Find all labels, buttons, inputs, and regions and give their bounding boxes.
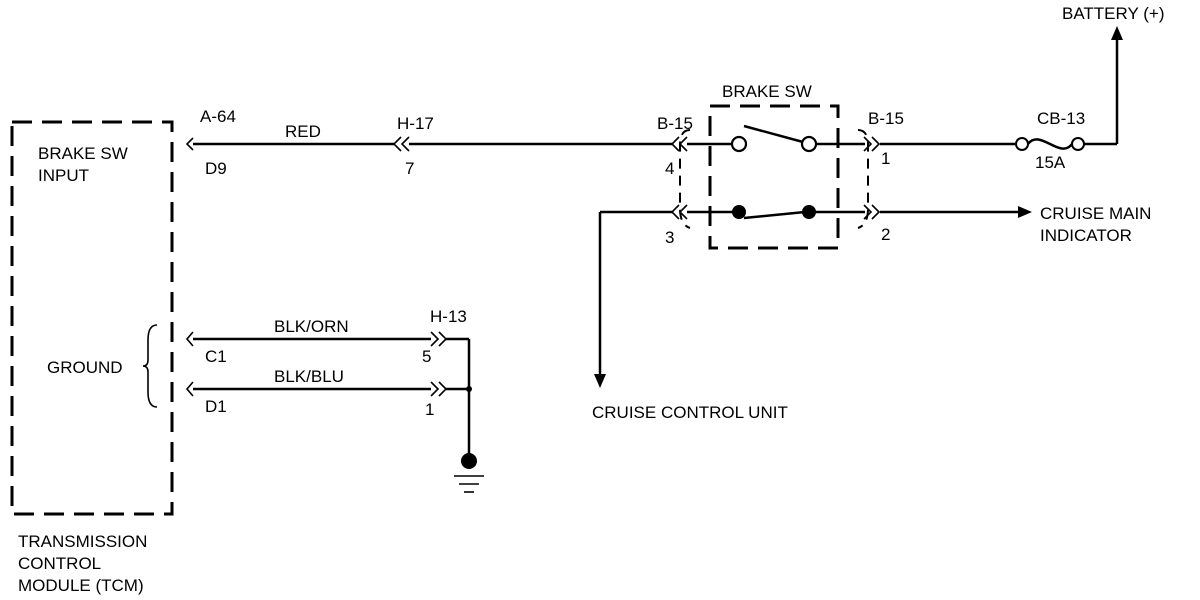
connector-b15-right-bracket [857, 129, 869, 229]
battery-arrow [1111, 26, 1123, 40]
tcm-box [10, 120, 174, 516]
tcm-input-label-line1: BRAKE SW [38, 144, 128, 163]
connector-b15-left-pin3: 3 [665, 228, 674, 247]
connector-b15-right-pin2: 2 [881, 225, 890, 244]
brake-switch-bottom-left-contact [732, 205, 746, 219]
cb13-element [1027, 138, 1073, 150]
connector-h13-pin1-chevron [430, 381, 448, 397]
connector-h13-pin1: 1 [425, 400, 434, 419]
connector-h17-label: H-17 [397, 114, 434, 133]
brake-switch-top-blade [743, 124, 804, 144]
connector-b15-right-label: B-15 [868, 109, 904, 128]
ground-point [461, 453, 477, 469]
connector-b15-right-pin1: 1 [881, 149, 890, 168]
connector-h13-label: H-13 [430, 307, 467, 326]
tcm-title-line2: CONTROL [18, 554, 101, 573]
tcm-title-line1: TRANSMISSION [18, 532, 147, 551]
cruise-unit-label: CRUISE CONTROL UNIT [592, 403, 788, 422]
cb13-rating: 15A [1035, 153, 1066, 172]
tcm-ground-label: GROUND [47, 358, 123, 377]
connector-d1-label: D1 [205, 397, 227, 416]
connector-c1-label: C1 [205, 347, 227, 366]
battery-label: BATTERY (+) [1062, 4, 1165, 23]
cb13-label: CB-13 [1037, 109, 1085, 128]
connector-h13-pin5-chevron [430, 331, 448, 347]
connector-b15-left-bracket [679, 129, 691, 229]
connector-d9-label: D9 [205, 159, 227, 178]
connector-b15-left-label: B-15 [657, 114, 693, 133]
cb13-right-terminal [1071, 137, 1085, 151]
ground-junction-dot [466, 386, 472, 392]
brake-switch-bottom-blade [743, 210, 806, 220]
brake-switch-label: BRAKE SW [722, 82, 812, 101]
wire-blk-blu-label: BLK/BLU [274, 367, 344, 386]
ground-symbol-icon [454, 475, 484, 493]
connector-c1-chevron [185, 331, 194, 347]
brake-switch-bottom-right-contact [802, 205, 816, 219]
connector-d1-chevron [185, 381, 194, 397]
connector-a64-label: A-64 [200, 107, 236, 126]
connector-h17-pin: 7 [405, 159, 414, 178]
wire-red-label: RED [285, 122, 321, 141]
cruise-main-label-line1: CRUISE MAIN [1040, 204, 1151, 223]
wire-blk-orn-label: BLK/ORN [274, 317, 349, 336]
connector-h17-chevron [392, 136, 410, 152]
brake-switch-top-left-contact [730, 135, 748, 153]
connector-b15-left-pin4: 4 [665, 159, 674, 178]
cruise-unit-arrow [594, 374, 606, 388]
brake-switch-box [708, 104, 840, 250]
brake-switch-top-right-contact [800, 135, 818, 153]
cruise-main-label-line2: INDICATOR [1040, 226, 1132, 245]
tcm-input-label-line2: INPUT [38, 166, 89, 185]
cruise-main-arrow [1018, 206, 1032, 218]
connector-h13-pin5: 5 [422, 347, 431, 366]
connector-a64-chevron [185, 137, 194, 151]
ground-brace [142, 324, 158, 408]
cb13-left-terminal [1015, 137, 1029, 151]
tcm-title-line3: MODULE (TCM) [18, 576, 144, 595]
connector-b15-right-pin1-chevron [863, 136, 881, 152]
